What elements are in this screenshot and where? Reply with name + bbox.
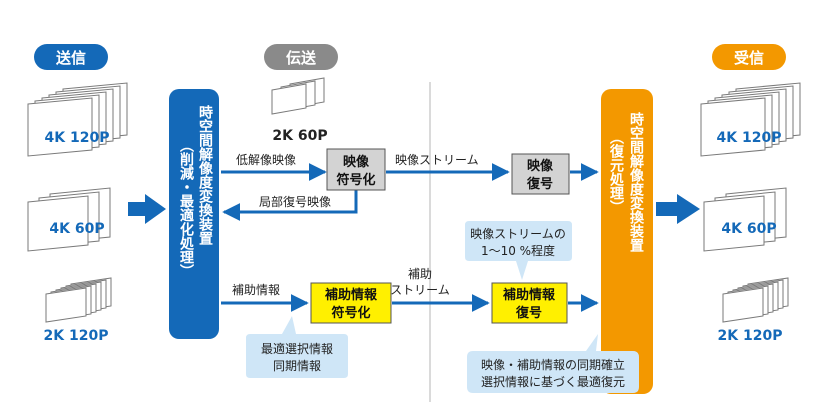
label-low-res-video: 低解像映像 (236, 153, 296, 167)
bubble-stream-ratio-line1: 映像ストリームの (470, 227, 566, 241)
frame-stack-4k60-output (703, 187, 787, 252)
video-encode-line1: 映像 (343, 154, 370, 170)
video-encode-box: 映像 符号化 (326, 148, 386, 191)
header-receive-label: 受信 (734, 49, 764, 67)
frame-stack-4k120-output (700, 82, 801, 157)
header-send-label: 送信 (55, 49, 86, 67)
aux-decode-line2: 復号 (515, 305, 542, 321)
header-send: 送信 (34, 44, 108, 70)
label-4k120-source: 4K 120P (45, 130, 110, 146)
converter-left: 時空間解像度変換装置 （削減・最適化処理） (169, 89, 219, 339)
converter-right: 時空間解像度変換装置 （復元処理） (601, 89, 653, 394)
label-local-decoded: 局部復号映像 (259, 194, 331, 209)
bubble-stream-ratio-line2: 1〜10 %程度 (481, 243, 555, 258)
converter-left-title: 時空間解像度変換装置 (197, 104, 214, 246)
aux-decode-line1: 補助情報 (502, 287, 556, 303)
video-decode-line1: 映像 (527, 158, 554, 174)
output-arrow (656, 194, 700, 224)
input-arrow (128, 194, 166, 224)
label-2k120-output: 2K 120P (718, 328, 783, 344)
aux-encode-line1: 補助情報 (324, 287, 378, 303)
bubble-restore-line2: 選択情報に基づく最適復元 (481, 374, 625, 389)
label-4k60-source: 4K 60P (49, 221, 104, 237)
label-2k60-transmit: 2K 60P (272, 128, 327, 144)
header-receive: 受信 (712, 44, 786, 70)
aux-encode-line2: 符号化 (331, 305, 370, 321)
label-4k120-output: 4K 120P (717, 130, 782, 146)
converter-right-title: 時空間解像度変換装置 (628, 111, 645, 253)
video-encode-line2: 符号化 (336, 172, 375, 188)
video-decode-box: 映像 復号 (511, 153, 570, 195)
frame-stack-4k60-source (27, 187, 111, 252)
video-frame (27, 97, 93, 157)
video-frame (271, 83, 307, 115)
aux-encode-box: 補助情報 符号化 (310, 282, 392, 324)
bubble-select-line1: 最適選択情報 (261, 341, 333, 356)
header-transmit-label: 伝送 (286, 49, 317, 67)
bubble-restore-info: 映像・補助情報の同期確立 選択情報に基づく最適復元 (467, 334, 639, 393)
arrow-local-decoded (222, 190, 358, 221)
frame-stack-2k120-output (722, 277, 789, 323)
frame-stack-2k120-source (45, 277, 112, 323)
video-frame (722, 287, 764, 323)
frame-stack-4k120-source (27, 82, 128, 157)
video-frame (27, 195, 89, 252)
label-aux-stream-line1: 補助 (408, 267, 432, 281)
bubble-select-info: 最適選択情報 同期情報 (246, 316, 348, 378)
video-frame (700, 97, 766, 157)
video-decode-line2: 復号 (526, 176, 553, 192)
label-aux-info: 補助情報 (232, 283, 280, 297)
video-frame (703, 195, 765, 252)
converter-right-subtitle: （復元処理） (608, 130, 625, 214)
label-aux-stream-line2: ストリーム (390, 283, 450, 297)
bubble-stream-ratio: 映像ストリームの 1〜10 %程度 (465, 221, 572, 280)
header-transmit: 伝送 (264, 44, 338, 70)
aux-decode-box: 補助情報 復号 (491, 282, 568, 324)
label-video-stream: 映像ストリーム (395, 153, 479, 167)
label-2k120-source: 2K 120P (44, 328, 109, 344)
converter-left-subtitle: （削減・最適化処理） (178, 138, 195, 278)
bubble-restore-line1: 映像・補助情報の同期確立 (481, 357, 625, 372)
frame-stack-2k60-transmit (271, 77, 325, 115)
label-4k60-output: 4K 60P (721, 221, 776, 237)
bubble-select-line2: 同期情報 (273, 359, 321, 373)
video-frame (45, 287, 87, 323)
